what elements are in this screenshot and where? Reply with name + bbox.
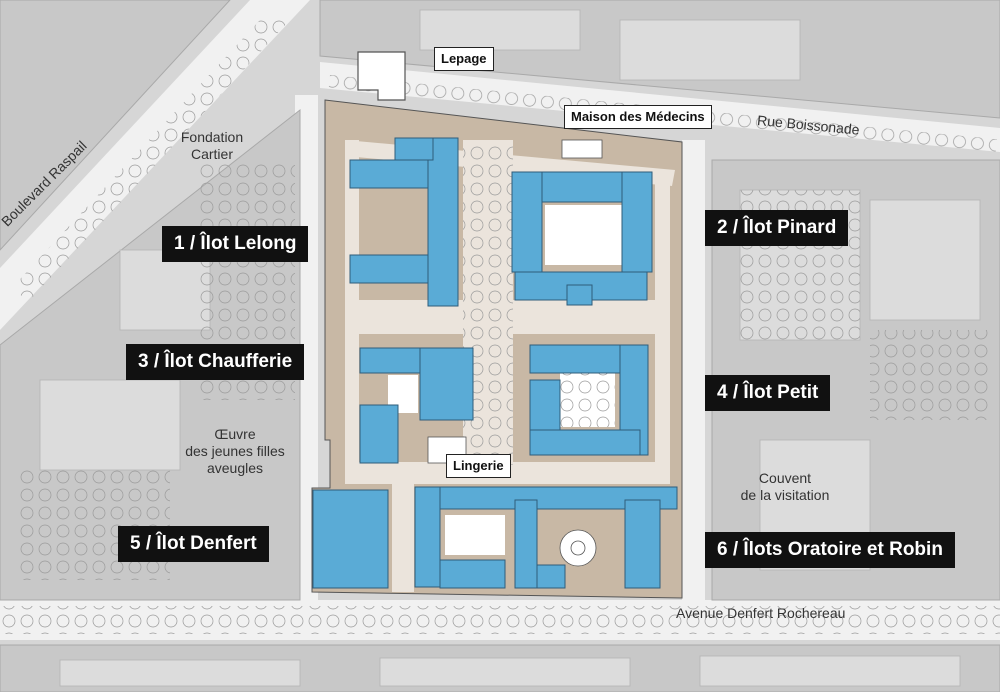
couvent-line-1: Couvent [758,470,812,486]
lelong-buildings [349,137,459,307]
fondation-line-1: Fondation [180,129,244,145]
oeuvre-line-1: Œuvre [214,426,256,442]
oeuvre-label: Œuvre des jeunes filles aveugles [170,426,300,477]
ilot-6-label[interactable]: 6 / Îlots Oratoire et Robin [705,532,955,568]
ilot-1-label[interactable]: 1 / Îlot Lelong [162,226,309,262]
side-lane-east [682,140,705,600]
petit-courtyard-trees [560,372,615,427]
side-lane-west [295,95,318,600]
ilot-3-label[interactable]: 3 / Îlot Chaufferie [126,344,305,380]
fondation-line-2: Cartier [190,146,233,162]
oratoire-robin-buildings [414,486,678,589]
ilot-4-label[interactable]: 4 / Îlot Petit [705,375,831,411]
maison-des-medecins-label: Maison des Médecins [564,105,712,129]
avenue-denfert-label: Avenue Denfert Rochereau [676,605,846,621]
lepage-label: Lepage [434,47,494,71]
oeuvre-line-3: aveugles [206,460,264,476]
couvent-line-2: de la visitation [740,487,830,503]
maison-des-medecins-building [561,139,603,159]
petit-buildings [529,344,649,456]
denfert-building [312,489,389,589]
lepage-building [357,51,406,101]
couvent-label: Couvent de la visitation [720,470,850,504]
ilot-5-label[interactable]: 5 / Îlot Denfert [118,526,269,562]
chapel-center [570,540,586,556]
ilot-2-label[interactable]: 2 / Îlot Pinard [705,210,849,246]
pinard-buildings [511,171,653,306]
lingerie-label: Lingerie [446,454,511,478]
chaufferie-buildings [359,347,474,464]
highlighted-buildings [312,137,678,589]
fondation-cartier-label: Fondation Cartier [162,129,262,163]
oeuvre-line-2: des jeunes filles [185,443,285,459]
